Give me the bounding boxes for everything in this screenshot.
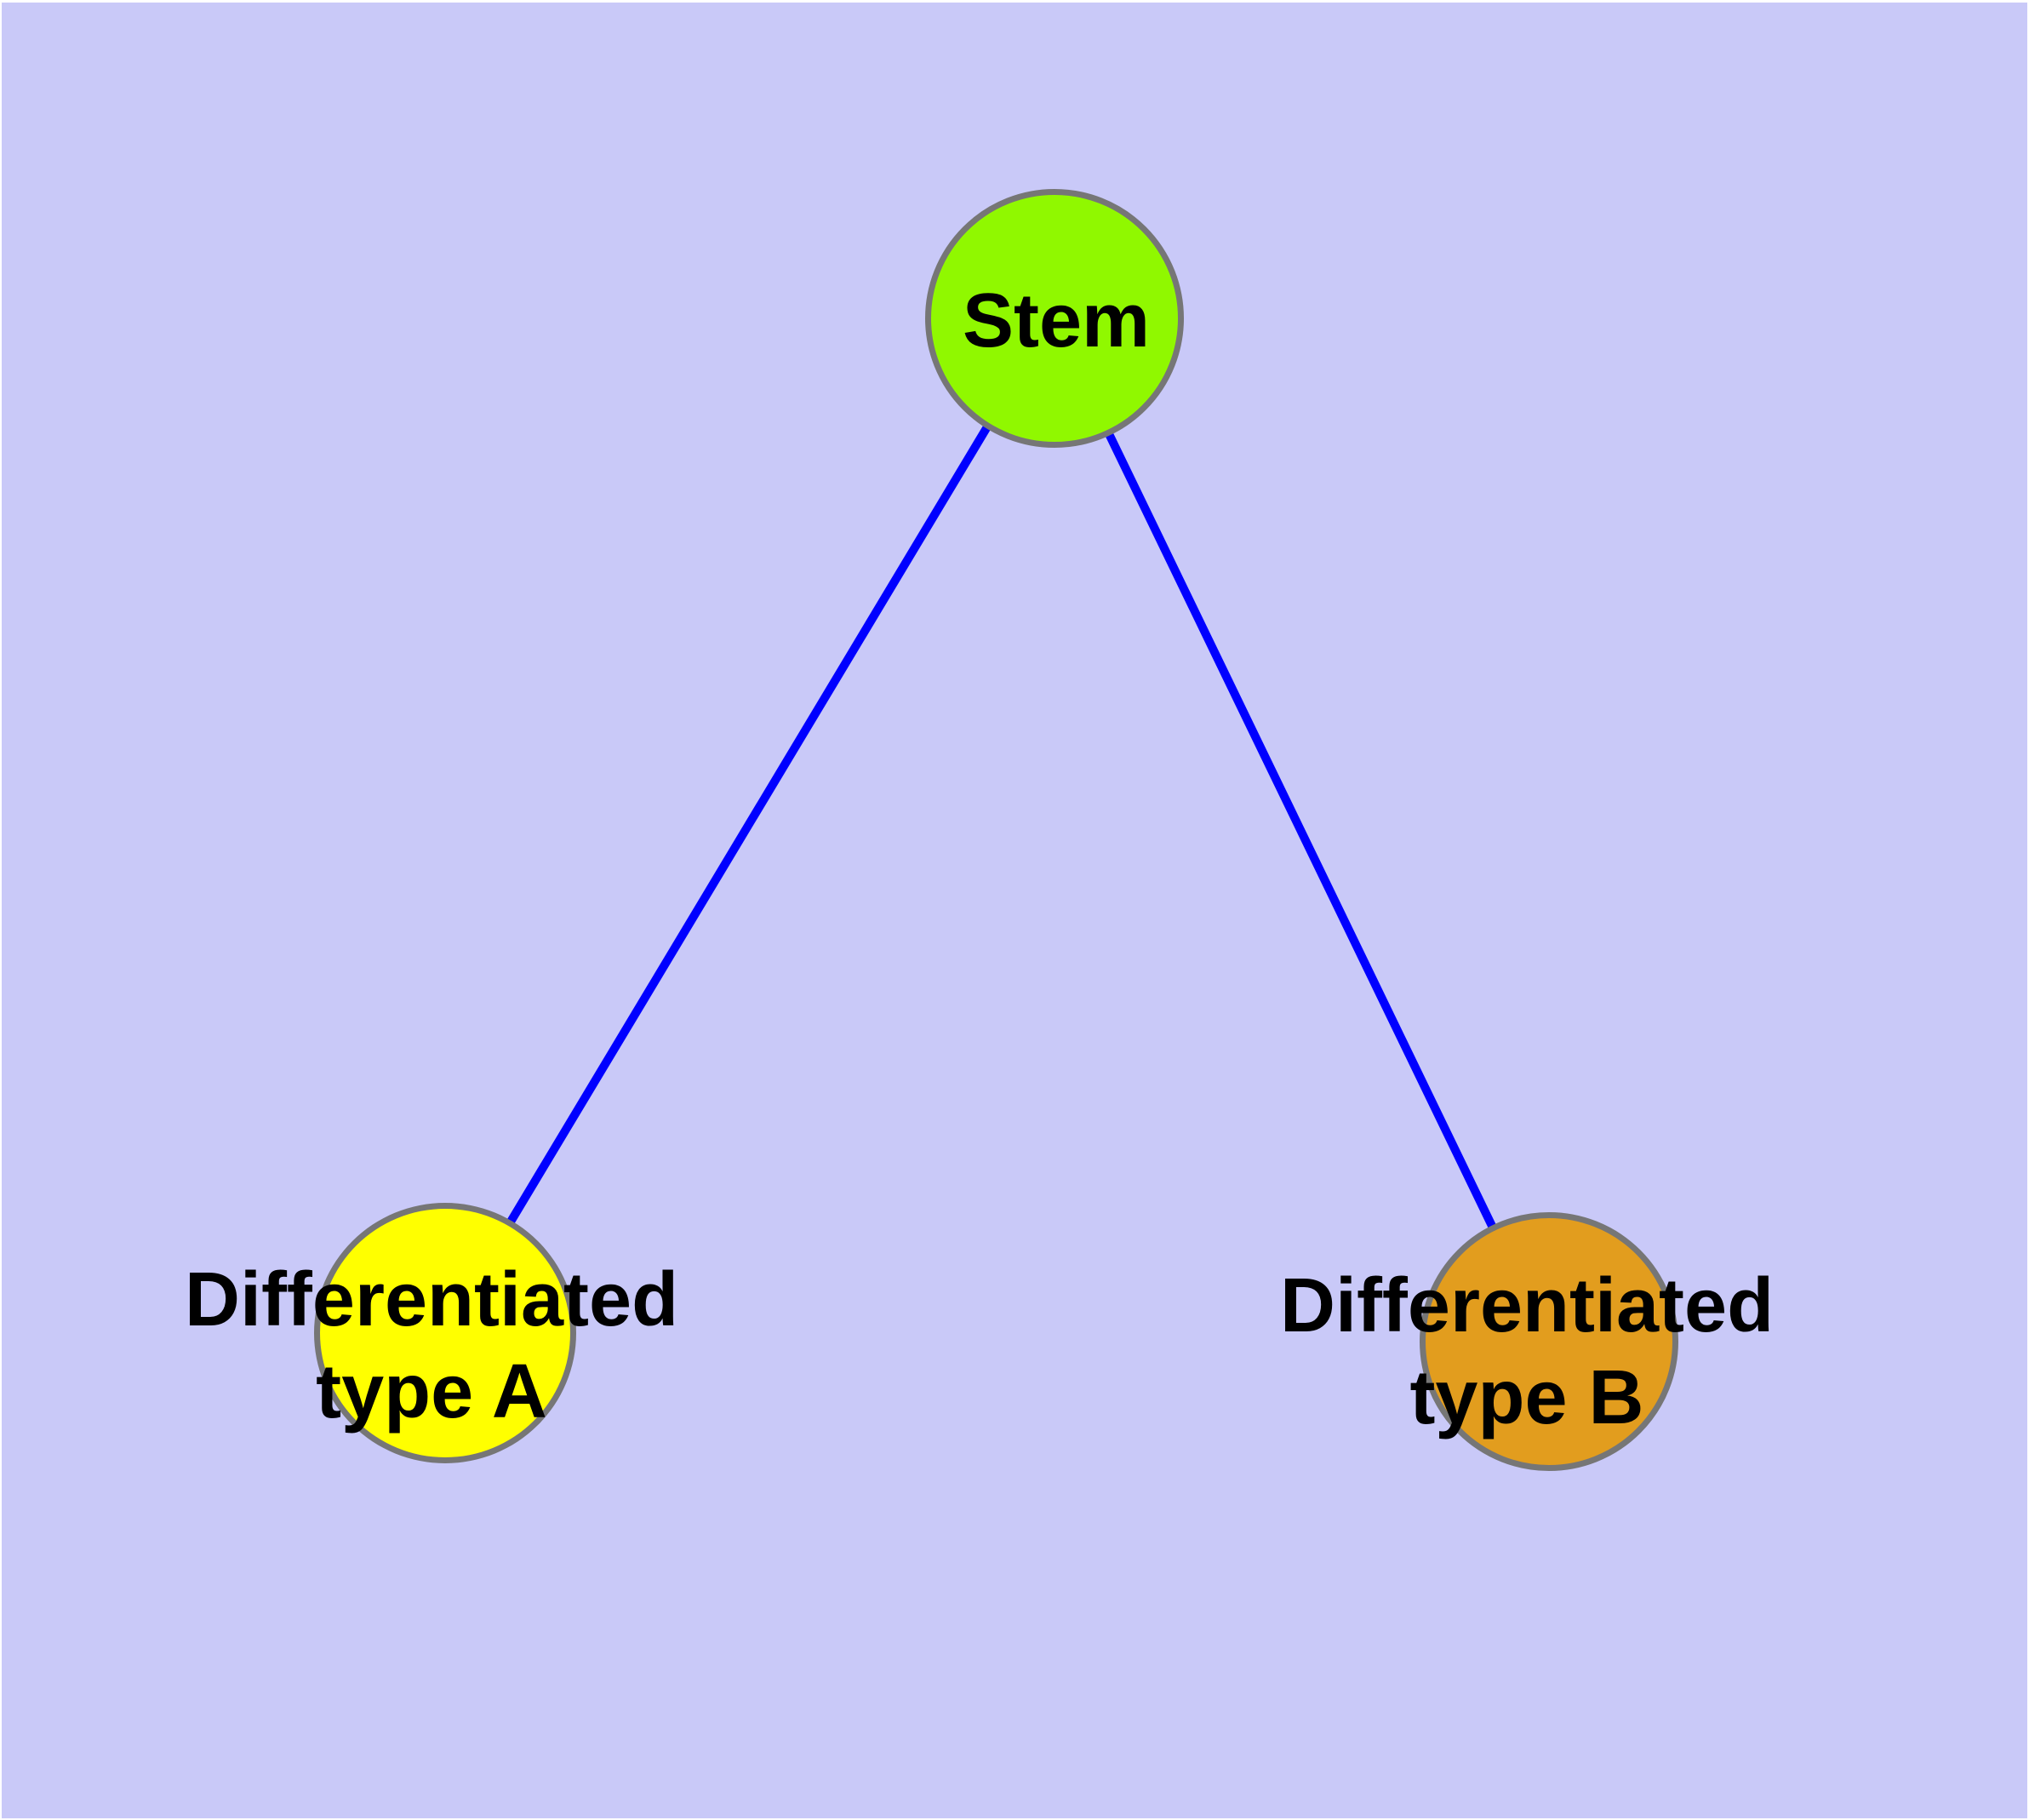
edge-stem-to-type-b <box>1049 315 1551 1341</box>
diagram-background: Stem Differentiated type A Differentiate… <box>2 3 2027 1818</box>
node-differentiated-type-a <box>314 1203 576 1463</box>
node-differentiated-type-b-label: Differentiated type B <box>1279 1263 1775 1440</box>
edges-layer <box>441 315 1551 1341</box>
node-stem-label: Stem <box>962 278 1151 363</box>
node-differentiated-type-b <box>1420 1212 1678 1471</box>
node-differentiated-type-a-label: Differentiated type A <box>184 1257 679 1434</box>
node-stem <box>925 189 1184 448</box>
edge-stem-to-type-a <box>441 315 1057 1333</box>
